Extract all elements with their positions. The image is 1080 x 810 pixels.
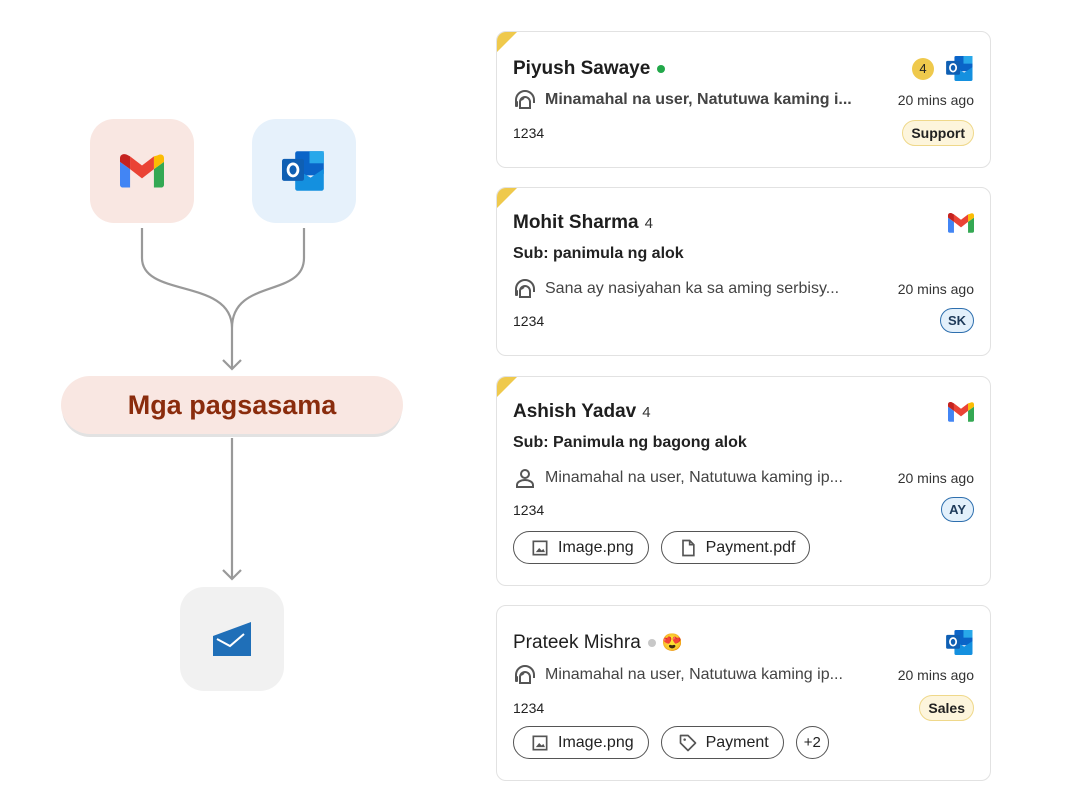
timestamp: 20 mins ago	[897, 281, 974, 297]
attachment-name: Image.png	[558, 733, 634, 751]
message-count: 4	[642, 403, 651, 421]
timestamp: 20 mins ago	[897, 667, 974, 683]
label-chip[interactable]: Payment	[660, 726, 784, 759]
integrations-label: Mga pagsasama	[127, 389, 337, 420]
ticket-id: 1234	[513, 125, 545, 141]
headset-icon	[513, 277, 537, 301]
image-icon	[530, 538, 550, 558]
ticket-id: 1234	[513, 501, 545, 518]
unread-badge: 4	[912, 57, 934, 80]
mail-icon	[213, 622, 251, 656]
ticket-id: 1234	[513, 312, 545, 329]
conversation-card[interactable]: Mohit Sharma 4 Sub: panimula ng alok San…	[496, 187, 991, 356]
file-icon	[678, 538, 698, 558]
message-count: 4	[644, 214, 653, 232]
outlook-icon	[946, 56, 974, 81]
contact-name: Prateek Mishra	[513, 631, 641, 653]
conversation-card[interactable]: Prateek Mishra 😍 Minamahal na user, Natu…	[496, 605, 991, 781]
unified-inbox-tile[interactable]	[180, 587, 284, 691]
tag-icon	[678, 733, 698, 753]
gmail-icon	[948, 213, 974, 233]
online-status-dot	[657, 64, 666, 73]
subject: Sub: Panimula ng bagong alok	[513, 434, 747, 451]
emoji-reaction: 😍	[661, 632, 683, 652]
attachment-name: Image.png	[558, 538, 634, 556]
more-chips-button[interactable]: +2	[795, 726, 829, 759]
subject: Sub: panimula ng alok	[513, 245, 684, 262]
contact-name: Ashish Yadav	[513, 401, 637, 422]
assignee-avatar[interactable]: AY	[941, 497, 974, 522]
conversation-card[interactable]: Piyush Sawaye 4 Minamahal na user, Natut…	[496, 31, 991, 168]
message-preview: Minamahal na user, Natutuwa kaming ip...	[545, 469, 843, 486]
conversation-card[interactable]: Ashish Yadav 4 Sub: Panimula ng bagong a…	[496, 376, 991, 586]
headset-icon	[513, 88, 537, 112]
priority-marker	[497, 32, 517, 52]
message-preview: Sana ay nasiyahan ka sa aming serbisy...	[545, 280, 840, 297]
tag-badge[interactable]: Support	[902, 120, 974, 146]
ticket-id: 1234	[513, 700, 545, 716]
contact-name: Mohit Sharma	[513, 212, 639, 233]
flow-connectors	[140, 228, 306, 581]
gmail-source-tile[interactable]	[90, 119, 194, 223]
outlook-source-tile[interactable]	[252, 119, 356, 223]
attachment-chip[interactable]: Payment.pdf	[660, 531, 811, 564]
person-icon	[513, 466, 537, 490]
timestamp: 20 mins ago	[897, 92, 974, 108]
headset-icon	[513, 663, 537, 687]
outlook-icon	[946, 630, 974, 655]
timestamp: 20 mins ago	[897, 470, 974, 486]
tag-badge[interactable]: Sales	[919, 695, 974, 721]
contact-name: Piyush Sawaye	[513, 57, 651, 79]
attachment-name: Payment.pdf	[705, 538, 796, 556]
image-icon	[530, 733, 550, 753]
label-name: Payment	[705, 733, 769, 751]
assignee-avatar[interactable]: SK	[939, 308, 974, 333]
priority-marker	[497, 377, 517, 397]
message-preview: Minamahal na user, Natutuwa kaming i...	[545, 91, 852, 108]
attachment-chip[interactable]: Image.png	[513, 531, 649, 564]
message-preview: Minamahal na user, Natutuwa kaming ip...	[545, 666, 843, 683]
attachment-chip[interactable]: Image.png	[513, 726, 649, 759]
priority-marker	[497, 188, 517, 208]
gmail-icon	[948, 402, 974, 422]
integrations-pill: Mga pagsasama	[61, 376, 403, 434]
offline-status-dot	[647, 638, 656, 647]
